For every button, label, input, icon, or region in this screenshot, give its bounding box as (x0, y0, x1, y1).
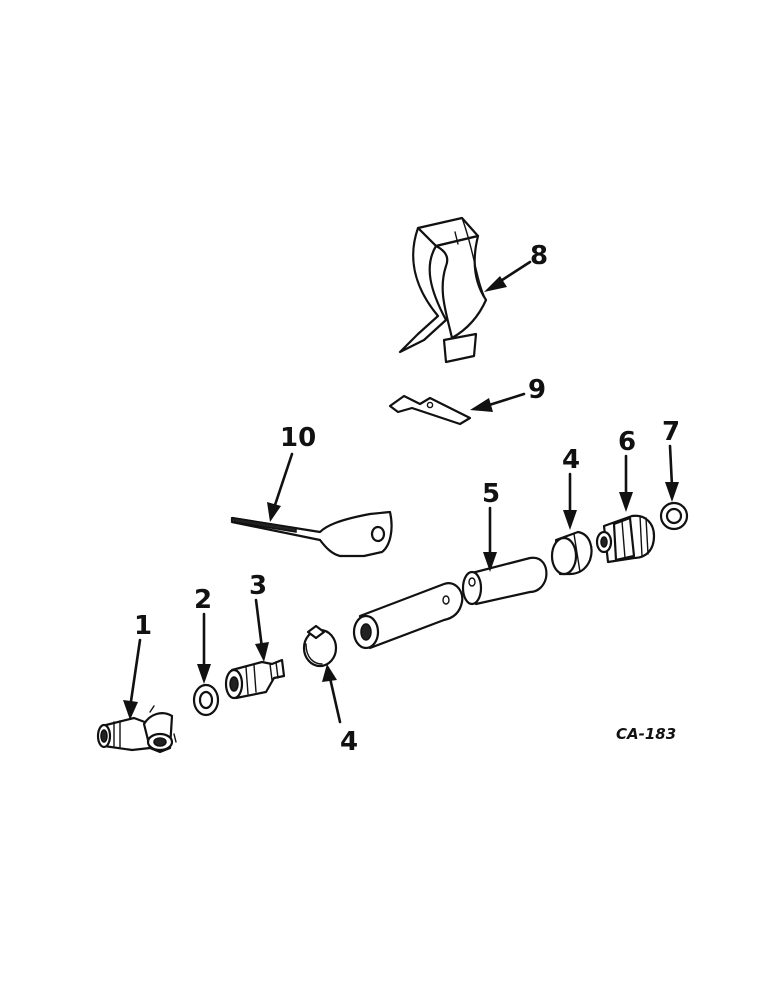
part-1-elbow-fitting (96, 705, 177, 754)
part-10-bracket-arm (230, 510, 393, 558)
callout-4-left: 4 (340, 727, 358, 757)
callout-9: 9 (528, 375, 546, 405)
part-2-washer (192, 683, 220, 717)
part-4-hose-clamp-left (302, 624, 338, 668)
part-8-clamp (398, 216, 488, 364)
callout-10: 10 (280, 423, 316, 453)
hose-section (352, 582, 464, 650)
part-4-clamp-right (550, 530, 593, 576)
callout-5: 5 (482, 479, 500, 509)
part-6-fitting (595, 514, 656, 564)
part-9-bracket (388, 394, 472, 426)
part-7-washer (659, 501, 689, 531)
figure-code: CA-183 (616, 725, 676, 743)
callout-2: 2 (194, 585, 212, 615)
callout-7: 7 (662, 417, 680, 447)
part-5-tube (461, 556, 548, 606)
callout-1: 1 (134, 611, 152, 641)
callout-8: 8 (530, 241, 548, 271)
callout-6: 6 (618, 427, 636, 457)
callout-4-right: 4 (562, 445, 580, 475)
callout-3: 3 (249, 571, 267, 601)
leader-arrows (123, 260, 679, 724)
callout-labels: 1 2 3 4 5 4 6 7 8 9 10 CA-183 (134, 241, 680, 757)
part-3-hose-fitting (224, 658, 286, 700)
